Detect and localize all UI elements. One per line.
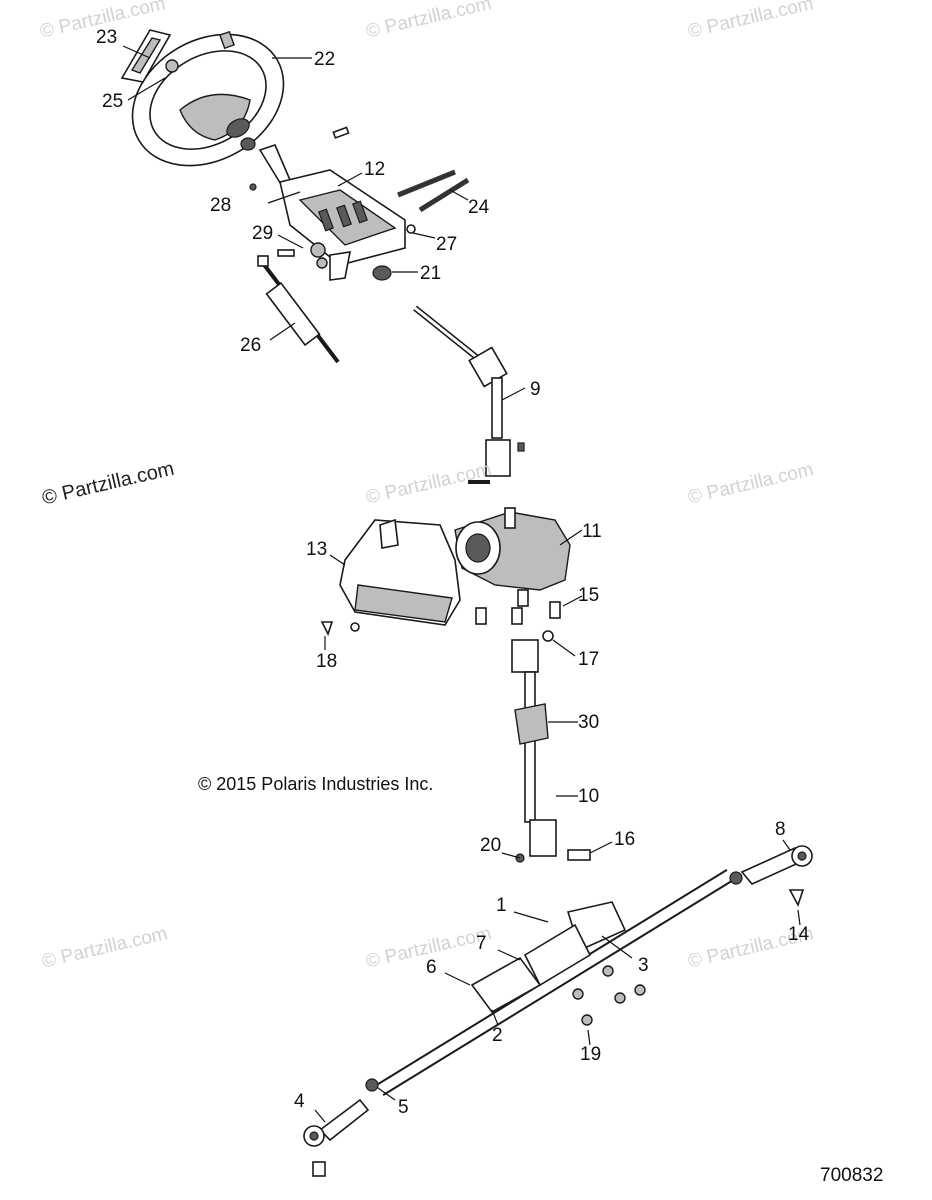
callout-27: 27 bbox=[436, 234, 458, 255]
callout-13: 13 bbox=[306, 539, 328, 560]
callout-21: 21 bbox=[420, 263, 442, 284]
eps-unit bbox=[454, 507, 571, 607]
callout-2: 2 bbox=[492, 1025, 503, 1046]
callout-20: 20 bbox=[480, 835, 502, 856]
callout-3: 3 bbox=[638, 955, 649, 976]
callout-7: 7 bbox=[476, 933, 487, 954]
callout-17: 17 bbox=[578, 649, 600, 670]
eps-cover bbox=[339, 518, 461, 626]
callout-6: 6 bbox=[426, 957, 437, 978]
tilt-bracket bbox=[258, 144, 406, 281]
tie-rod-end-right bbox=[740, 845, 813, 908]
callout-9: 9 bbox=[530, 379, 541, 400]
callout-11: 11 bbox=[582, 521, 602, 542]
callout-25: 25 bbox=[102, 91, 124, 112]
callout-14: 14 bbox=[788, 924, 810, 945]
callout-16: 16 bbox=[614, 829, 636, 850]
callout-26: 26 bbox=[240, 335, 262, 356]
callout-23: 23 bbox=[96, 27, 118, 48]
steering-shaft-upper bbox=[413, 305, 525, 484]
gas-strut bbox=[257, 255, 340, 364]
copyright-notice: © 2015 Polaris Industries Inc. bbox=[198, 774, 434, 794]
callout-12: 12 bbox=[364, 159, 386, 180]
diagram-number: 700832 bbox=[820, 1165, 884, 1186]
callout-30: 30 bbox=[578, 712, 600, 733]
steering-shaft-lower bbox=[511, 639, 591, 863]
callout-22: 22 bbox=[314, 49, 336, 70]
steering-rack bbox=[365, 869, 743, 1096]
callout-24: 24 bbox=[468, 197, 490, 218]
callout-15: 15 bbox=[578, 585, 600, 606]
callout-5: 5 bbox=[398, 1097, 409, 1118]
callout-1: 1 bbox=[496, 895, 507, 916]
callout-18: 18 bbox=[316, 651, 338, 672]
callout-8: 8 bbox=[775, 819, 786, 840]
callout-4: 4 bbox=[294, 1091, 305, 1112]
callout-19: 19 bbox=[580, 1044, 602, 1065]
wheel-nut bbox=[165, 59, 179, 73]
tie-rod-end-left bbox=[303, 1098, 370, 1177]
leader-lines bbox=[122, 45, 801, 1123]
callout-28: 28 bbox=[210, 195, 232, 216]
callout-29: 29 bbox=[252, 223, 274, 244]
callout-10: 10 bbox=[578, 786, 600, 807]
